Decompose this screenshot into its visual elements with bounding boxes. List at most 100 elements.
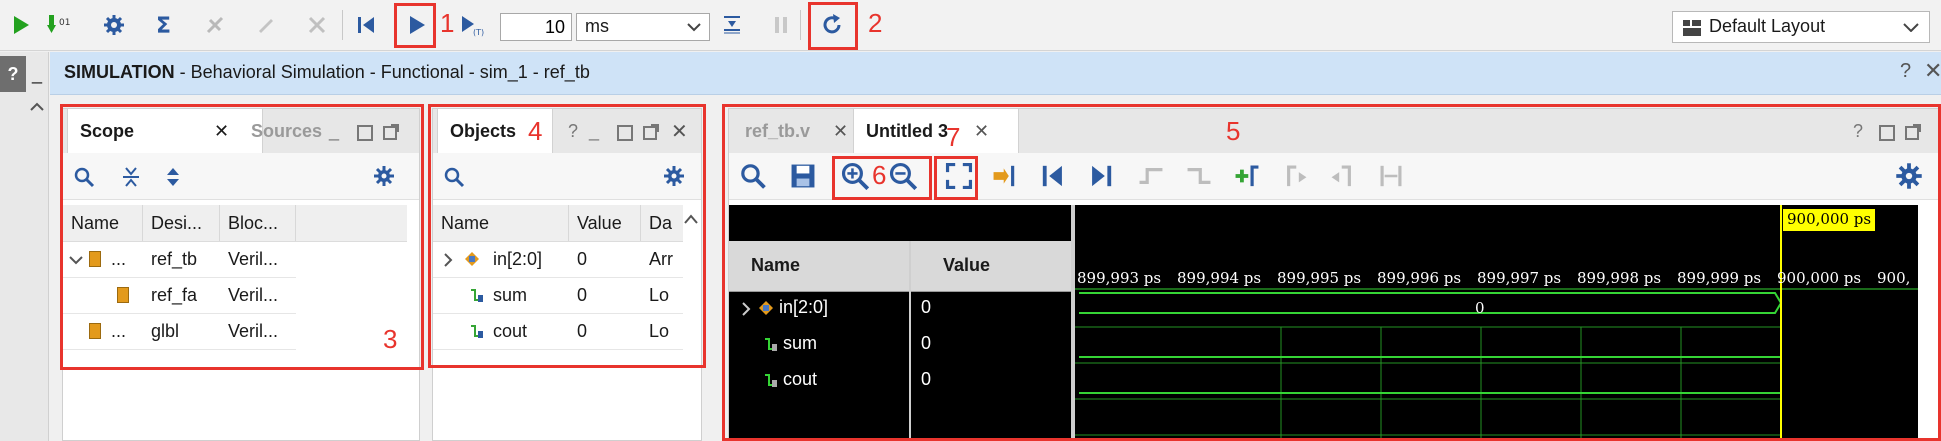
relaunch-simulation-icon[interactable] (815, 8, 849, 42)
close-icon[interactable]: ✕ (1924, 58, 1941, 83)
annotation-number-7: 7 (946, 122, 961, 152)
next-transition-icon (1187, 168, 1211, 184)
minimize-icon[interactable]: _ (329, 121, 340, 141)
restart-icon[interactable] (349, 8, 383, 42)
wave-row-sum[interactable]: sum 0 (729, 327, 1071, 363)
settings-gear-icon[interactable] (1895, 162, 1923, 190)
bus-value-label: 0 (1475, 299, 1485, 317)
settings-gear-icon[interactable] (373, 165, 395, 187)
zoom-fit-icon[interactable] (945, 162, 973, 190)
layout-dropdown[interactable]: Default Layout (1672, 11, 1930, 43)
cursor-label-box (1783, 209, 1875, 231)
objects-pane: Objects ? _ ✕ Name Value Da in[2:0] 0 Ar… (432, 108, 702, 441)
column-name[interactable]: Name (433, 205, 569, 241)
run-step-icon[interactable]: 01 (42, 8, 76, 42)
help-icon[interactable]: ? (1853, 121, 1864, 141)
settings-gear-icon[interactable] (97, 8, 131, 42)
swap-cursors-icon (1380, 165, 1402, 187)
annotation-number-1: 1 (440, 8, 455, 38)
scope-pane: Scope ✕ Sources _ Name Desi... Bloc... .… (62, 108, 420, 441)
go-to-start-icon[interactable] (1039, 162, 1067, 190)
save-icon[interactable] (789, 162, 817, 190)
time-unit-select[interactable]: ms (576, 13, 710, 41)
pause-icon (764, 8, 798, 42)
chevron-right-icon[interactable] (443, 253, 453, 267)
minimize-icon[interactable]: _ (589, 121, 600, 141)
maximize-icon[interactable] (1879, 125, 1895, 141)
run-all-icon[interactable] (4, 8, 38, 42)
column-divider[interactable] (1071, 205, 1075, 441)
waveform-plot[interactable] (1075, 205, 1918, 441)
left-side-strip: ? _ (0, 52, 49, 441)
help-icon[interactable]: ? (1900, 60, 1912, 82)
waveform-canvas: Name Value in[2:0] 0 sum 0 cout 0 (729, 205, 1918, 441)
tab-sources[interactable]: Sources (251, 121, 323, 141)
close-tab-icon[interactable]: ✕ (833, 121, 849, 141)
expand-all-icon[interactable] (163, 166, 183, 188)
time-ruler[interactable]: 899,993 ps 899,994 ps 899,995 ps 899,996… (1077, 269, 1918, 293)
table-row[interactable]: ... glbl Veril... (63, 313, 296, 350)
simulation-label: SIMULATION (64, 62, 175, 82)
wave-row-cout[interactable]: cout 0 (729, 363, 1071, 399)
scroll-up-icon[interactable] (30, 102, 44, 112)
settings-gear-icon[interactable] (663, 165, 685, 187)
float-window-icon[interactable] (1905, 124, 1921, 140)
value-column-header[interactable]: Value (911, 241, 1071, 292)
tab-objects[interactable]: Objects (437, 109, 553, 153)
table-row[interactable]: ref_fa Veril... (63, 277, 296, 314)
table-row[interactable]: cout 0 Lo (433, 313, 683, 350)
scope-name-cell: ... (111, 249, 127, 269)
maximize-icon[interactable] (357, 125, 373, 141)
object-name-cell: sum (493, 285, 528, 305)
close-tab-icon[interactable]: ✕ (974, 121, 990, 141)
chevron-down-icon[interactable] (69, 255, 83, 265)
time-tick-label: 899,999 ps (1677, 269, 1762, 287)
name-column-header[interactable]: Name (729, 241, 909, 292)
time-unit-value: ms (585, 16, 609, 36)
column-block[interactable]: Bloc... (220, 205, 296, 241)
search-icon[interactable] (739, 162, 767, 190)
sigma-icon[interactable]: Σ (148, 8, 182, 42)
scope-design-cell: ref_fa (151, 285, 198, 305)
module-icon (89, 323, 101, 339)
add-marker-icon[interactable] (1233, 162, 1261, 190)
scroll-up-icon[interactable] (683, 213, 699, 225)
table-row[interactable]: in[2:0] 0 Arr (433, 241, 683, 278)
tab-scope[interactable]: Scope ✕ (67, 109, 263, 153)
help-icon[interactable]: ? (0, 56, 26, 92)
go-to-cursor-icon[interactable] (991, 162, 1019, 190)
column-design[interactable]: Desi... (143, 205, 220, 241)
collapse-all-icon[interactable] (121, 166, 141, 188)
zoom-out-icon[interactable] (889, 162, 917, 190)
scope-block-cell: Veril... (228, 285, 279, 305)
minimize-icon[interactable]: _ (31, 64, 42, 84)
tab-untitled-3[interactable]: Untitled 3 ✕ (853, 109, 1019, 153)
zoom-in-icon[interactable] (841, 162, 869, 190)
column-value: Value (943, 255, 991, 275)
column-divider[interactable] (909, 241, 911, 441)
close-tab-icon[interactable]: ✕ (214, 121, 230, 141)
toolbar-separator (342, 10, 343, 40)
run-time-input[interactable] (500, 13, 572, 41)
step-icon[interactable] (715, 8, 749, 42)
wave-row-in[interactable]: in[2:0] 0 (729, 291, 1071, 327)
run-all-button[interactable] (400, 8, 434, 42)
chevron-right-icon[interactable] (741, 302, 751, 316)
float-window-icon[interactable] (643, 124, 659, 140)
column-data-type[interactable]: Da (649, 213, 673, 233)
help-icon[interactable]: ? (568, 121, 579, 141)
float-window-icon[interactable] (383, 124, 399, 140)
maximize-icon[interactable] (617, 125, 633, 141)
toolbar-separator (800, 10, 801, 40)
search-icon[interactable] (73, 166, 95, 188)
column-name[interactable]: Name (63, 205, 143, 241)
time-tick-label: 899,994 ps (1177, 269, 1262, 287)
go-to-end-icon[interactable] (1087, 162, 1115, 190)
tab-ref-tb-v[interactable]: ref_tb.v ✕ (733, 109, 875, 153)
table-row[interactable]: sum 0 Lo (433, 277, 683, 314)
run-for-time-icon[interactable]: (T) (456, 8, 490, 42)
close-icon[interactable]: ✕ (671, 121, 688, 143)
search-icon[interactable] (443, 166, 465, 188)
column-value[interactable]: Value (569, 205, 641, 241)
table-row[interactable]: ... ref_tb Veril... (63, 241, 296, 278)
